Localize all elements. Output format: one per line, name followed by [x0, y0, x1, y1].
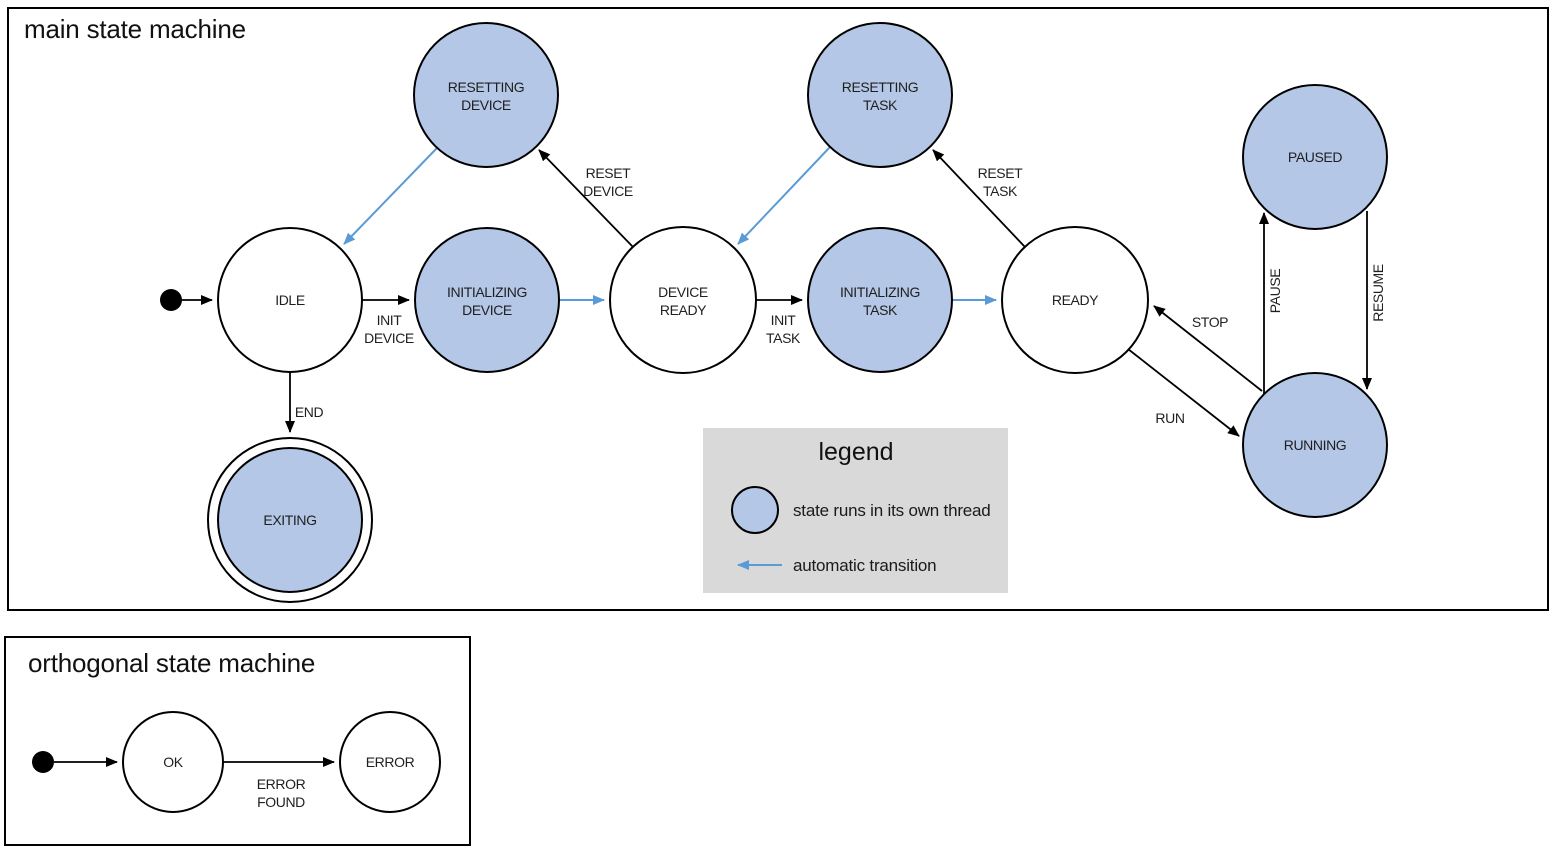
state-ready — [1001, 226, 1149, 374]
orthogonal-machine-title: orthogonal state machine — [28, 648, 315, 678]
state-ok-label: OK — [163, 754, 183, 770]
state-idle-label: IDLE — [275, 292, 305, 308]
initial-state-dot — [160, 289, 182, 311]
transition-device-ready-to-resetting-device — [538, 149, 634, 248]
label-end: END — [295, 404, 324, 420]
state-resetting-device-label-line2: DEVICE — [461, 97, 511, 113]
orthogonal-machine-frame — [4, 636, 471, 846]
label-error-found-line1: ERROR — [257, 776, 306, 792]
legend-thread-item-text: state runs in its own thread — [793, 501, 991, 520]
auto-transition-resetting-device-to-idle — [343, 147, 438, 245]
auto-transition-resetting-task-to-device-ready — [737, 146, 831, 245]
label-pause: PAUSE — [1267, 269, 1283, 313]
legend-auto-item-text: automatic transition — [793, 556, 936, 575]
transition-ready-to-resetting-task — [932, 149, 1026, 248]
state-device-ready — [609, 226, 757, 374]
state-resetting-task — [807, 22, 953, 168]
label-init-task-line2: TASK — [766, 330, 801, 346]
state-running — [1242, 372, 1388, 518]
state-initializing-device — [414, 227, 560, 373]
legend-title: legend — [818, 438, 893, 466]
state-idle — [217, 227, 363, 373]
state-error-label: ERROR — [366, 754, 415, 770]
state-resetting-device — [413, 22, 559, 168]
state-error — [339, 711, 441, 813]
label-init-device-line2: DEVICE — [364, 330, 414, 346]
state-initializing-task — [807, 227, 953, 373]
label-reset-task-line2: TASK — [983, 183, 1018, 199]
state-device-ready-label-line1: DEVICE — [658, 284, 708, 300]
state-exiting-label: EXITING — [263, 512, 316, 528]
label-error-found-line2: FOUND — [257, 794, 305, 810]
state-running-label: RUNNING — [1284, 437, 1347, 453]
state-resetting-device-label-line1: RESETTING — [448, 79, 525, 95]
legend-thread-state-icon — [731, 486, 779, 534]
state-resetting-task-label-line2: TASK — [863, 97, 898, 113]
label-init-device-line1: INIT — [377, 312, 403, 328]
state-paused-label: PAUSED — [1288, 149, 1342, 165]
state-exiting — [217, 447, 363, 593]
transition-ready-to-running — [1127, 348, 1240, 437]
label-reset-device-line1: RESET — [586, 165, 632, 181]
main-machine-title: main state machine — [24, 14, 246, 44]
state-initializing-device-label-line1: INITIALIZING — [447, 284, 527, 300]
label-init-task-line1: INIT — [771, 312, 797, 328]
orthogonal-initial-state-dot — [32, 751, 54, 773]
state-initializing-task-label-line1: INITIALIZING — [840, 284, 920, 300]
state-device-ready-label-line2: READY — [660, 302, 707, 318]
main-machine-frame — [7, 7, 1549, 611]
state-ready-label: READY — [1052, 292, 1099, 308]
transition-running-to-ready — [1153, 305, 1263, 392]
label-reset-device-line2: DEVICE — [583, 183, 633, 199]
label-resume: RESUME — [1370, 264, 1386, 322]
state-initializing-device-label-line2: DEVICE — [462, 302, 512, 318]
state-initializing-task-label-line2: TASK — [863, 302, 898, 318]
label-stop: STOP — [1192, 314, 1228, 330]
label-reset-task-line1: RESET — [978, 165, 1024, 181]
state-resetting-task-label-line1: RESETTING — [842, 79, 919, 95]
state-paused — [1242, 84, 1388, 230]
label-run: RUN — [1155, 410, 1184, 426]
